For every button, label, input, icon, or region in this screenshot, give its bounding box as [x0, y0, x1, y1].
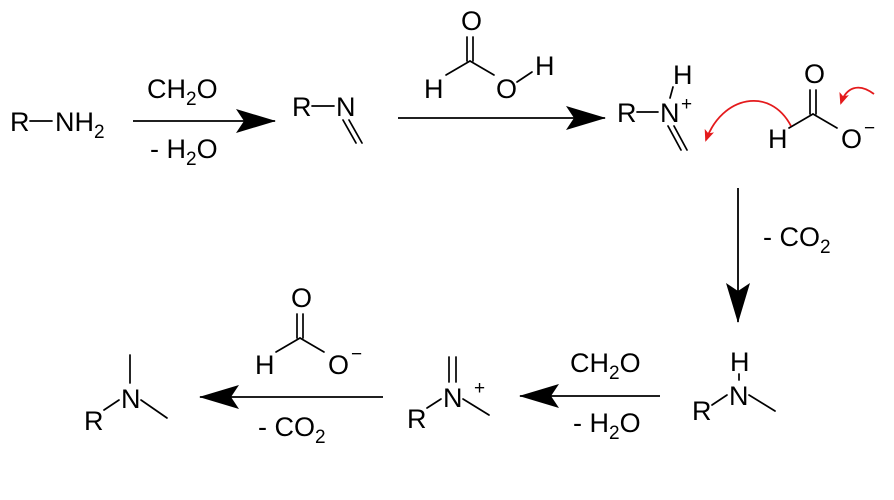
reagent-minus-water: - H2O [573, 408, 641, 444]
atom-h: H [730, 347, 750, 377]
methyl-iminium-ion: N + R [407, 356, 490, 434]
atom-h: H [255, 350, 275, 380]
formate-anion: O H O − [768, 59, 875, 154]
reagent-ch2o: CH2O [570, 348, 641, 384]
atom-n: N [121, 384, 141, 414]
reagent-minus-co2: - CO2 [258, 412, 326, 448]
bond-n-h [669, 86, 674, 99]
atom-n: NH2 [55, 107, 105, 143]
charge-minus: − [351, 344, 362, 365]
imine: R N [292, 92, 363, 144]
bond-c-h [275, 337, 301, 353]
atom-h: H [424, 74, 444, 104]
bond-n-r [103, 399, 120, 411]
atom-o-anion: O [328, 350, 349, 380]
atom-r: R [10, 107, 30, 137]
reagent-ch2o: CH2O [147, 74, 218, 110]
atom-o-anion: O [841, 124, 862, 154]
bond-c-h [445, 60, 471, 76]
atom-o-carbonyl: O [804, 59, 825, 89]
atom-n: N [336, 92, 356, 122]
bond-c-o [469, 60, 495, 76]
hydride-transfer-arrow [704, 99, 792, 142]
atom-r: R [292, 92, 312, 122]
atom-h: H [768, 124, 788, 154]
atom-r: R [692, 396, 712, 426]
charge-minus: − [864, 118, 875, 139]
atom-n: N [443, 383, 463, 413]
tertiary-amine: N R [84, 354, 168, 436]
formate-anion-reagent: O H O − [255, 283, 362, 380]
bond-n-methyl [748, 394, 776, 412]
iminium-ion: R N + H [617, 60, 693, 151]
bond-o-h [516, 71, 533, 83]
charge-plus: + [474, 378, 485, 399]
bond-c-o [299, 337, 325, 353]
bond-n-methyl-right [140, 399, 168, 419]
double-bond-a [667, 125, 682, 151]
atom-h-hydroxyl: H [535, 51, 555, 81]
secondary-amine: H N R [692, 347, 776, 426]
atom-h: H [673, 60, 693, 90]
double-bond-a [342, 119, 357, 144]
atom-r: R [407, 404, 427, 434]
reaction-step-4: CH2O - H2O [519, 348, 660, 444]
primary-amine: R NH2 [10, 107, 105, 143]
reaction-step-1: CH2O - H2O [133, 74, 276, 170]
atom-n: N [729, 381, 749, 411]
atom-r: R [617, 98, 637, 128]
bond-c-h [788, 113, 814, 129]
formic-acid: O H O H [424, 6, 555, 104]
bond-c-o [812, 113, 838, 129]
reagent-minus-water: - H2O [150, 134, 218, 170]
atom-r: R [84, 406, 104, 436]
atom-o-hydroxyl: O [496, 74, 517, 104]
electron-push-arrow [839, 86, 875, 105]
bond-n-r [426, 398, 442, 409]
atom-o-carbonyl: O [461, 6, 482, 36]
bond-n-methyl [462, 398, 490, 416]
charge-plus: + [681, 94, 692, 115]
reagent-minus-co2: - CO2 [763, 222, 831, 258]
double-bond-b [673, 125, 688, 151]
bond-n-r [711, 394, 728, 406]
double-bond-b [348, 119, 363, 144]
atom-n: N [660, 98, 680, 128]
atom-o-carbonyl: O [291, 283, 312, 313]
